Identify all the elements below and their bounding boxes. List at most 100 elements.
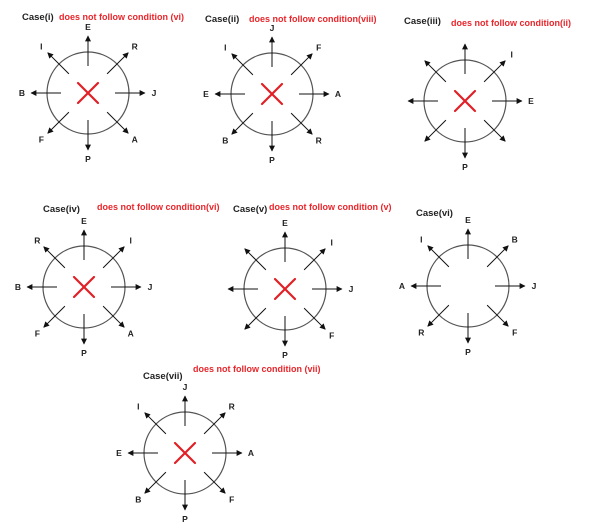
person-label: P	[81, 348, 87, 358]
person-label: F	[229, 495, 234, 505]
person-label: R	[316, 136, 322, 146]
direction-arrow-sw	[43, 305, 66, 328]
person-label: E	[116, 448, 122, 458]
person-label: I	[129, 235, 131, 245]
case-3-group: Case(iii) does not follow condition(ii) I E…	[404, 16, 571, 172]
case-5-group: Case(v)does not follow condition (v) E I J F…	[227, 202, 391, 360]
case-title: Case(iii)	[404, 16, 441, 27]
direction-arrow-se	[290, 112, 313, 135]
person-label: J	[532, 281, 537, 291]
direction-arrow-ne	[290, 53, 313, 76]
direction-arrow-se	[106, 111, 129, 134]
invalid-cross-icon	[273, 277, 297, 301]
person-label: A	[128, 329, 134, 339]
direction-arrow-se	[483, 119, 506, 142]
condition-note: does not follow condition (v)	[269, 202, 391, 212]
direction-arrow-nw	[144, 412, 167, 435]
person-label: B	[135, 495, 141, 505]
direction-arrow-nw	[231, 53, 254, 76]
condition-note: does not follow condition(vi)	[97, 202, 219, 212]
direction-arrow-sw	[144, 471, 167, 494]
person-label: J	[349, 284, 354, 294]
person-label: I	[420, 234, 422, 244]
condition-note: does not follow condition (vi)	[59, 12, 184, 22]
person-label: I	[137, 401, 139, 411]
direction-arrow-se	[102, 305, 125, 328]
case-title: Case(vi)	[416, 208, 453, 219]
direction-arrow-sw	[231, 112, 254, 135]
person-label: I	[510, 49, 512, 59]
direction-arrow-se	[303, 307, 326, 330]
condition-note: does not follow condition(ii)	[451, 18, 571, 28]
person-label: E	[85, 22, 91, 32]
person-label: B	[15, 282, 21, 292]
case-6-group: Case(vi) E B J F P R A I	[399, 208, 537, 357]
direction-arrow-ne	[303, 248, 326, 271]
person-label: J	[152, 88, 157, 98]
person-label: P	[462, 162, 468, 172]
direction-arrow-ne	[102, 246, 125, 269]
person-label: A	[132, 135, 138, 145]
direction-arrow-sw	[47, 111, 70, 134]
direction-arrow-ne	[106, 52, 129, 75]
person-label: B	[19, 88, 25, 98]
direction-arrow-nw	[424, 60, 447, 83]
person-label: B	[512, 234, 518, 244]
direction-arrow-nw	[427, 245, 450, 268]
person-label: R	[418, 328, 424, 338]
case-title: Case(v)	[233, 204, 267, 215]
case-title: Case(vii)	[143, 371, 183, 382]
person-label: A	[335, 89, 341, 99]
invalid-cross-icon	[453, 89, 477, 113]
direction-arrow-ne	[483, 60, 506, 83]
person-label: B	[222, 136, 228, 146]
person-label: F	[512, 328, 517, 338]
direction-arrow-se	[486, 304, 509, 327]
direction-arrow-se	[203, 471, 226, 494]
person-label: E	[282, 218, 288, 228]
person-label: J	[270, 23, 275, 33]
case-4-group: Case(iv) does not follow condition(vi) E I J…	[15, 202, 220, 358]
person-label: A	[248, 448, 254, 458]
invalid-cross-icon	[173, 441, 197, 465]
condition-note: does not follow condition (vii)	[193, 364, 321, 374]
person-label: F	[39, 135, 44, 145]
case-title: Case(ii)	[205, 14, 239, 25]
invalid-cross-icon	[76, 81, 100, 105]
case-1-group: Case(i) does not follow condition (vi)E R J…	[19, 12, 184, 164]
person-label: J	[183, 382, 188, 392]
case-2-group: Case(ii) does not follow condition(viii)J…	[203, 14, 376, 165]
invalid-cross-icon	[72, 275, 96, 299]
person-label: A	[399, 281, 405, 291]
condition-note: does not follow condition(viii)	[249, 14, 377, 24]
person-label: R	[34, 235, 40, 245]
person-label: P	[182, 514, 188, 524]
person-label: F	[329, 331, 334, 341]
case-title: Case(iv)	[43, 204, 80, 215]
person-label: F	[316, 42, 321, 52]
direction-arrow-sw	[424, 119, 447, 142]
person-label: P	[269, 155, 275, 165]
person-label: E	[203, 89, 209, 99]
person-label: R	[229, 401, 235, 411]
direction-arrow-sw	[427, 304, 450, 327]
person-label: E	[528, 96, 534, 106]
person-label: R	[132, 41, 138, 51]
direction-arrow-nw	[47, 52, 70, 75]
direction-arrow-sw	[244, 307, 267, 330]
person-label: P	[465, 347, 471, 357]
person-label: P	[282, 350, 288, 360]
direction-arrow-nw	[43, 246, 66, 269]
case-title: Case(i)	[22, 12, 54, 23]
direction-arrow-ne	[203, 412, 226, 435]
person-label: E	[81, 216, 87, 226]
person-label: E	[465, 215, 471, 225]
person-label: I	[224, 42, 226, 52]
person-label: I	[330, 237, 332, 247]
person-label: F	[35, 329, 40, 339]
invalid-cross-icon	[260, 82, 284, 106]
person-label: J	[148, 282, 153, 292]
person-label: I	[40, 41, 42, 51]
